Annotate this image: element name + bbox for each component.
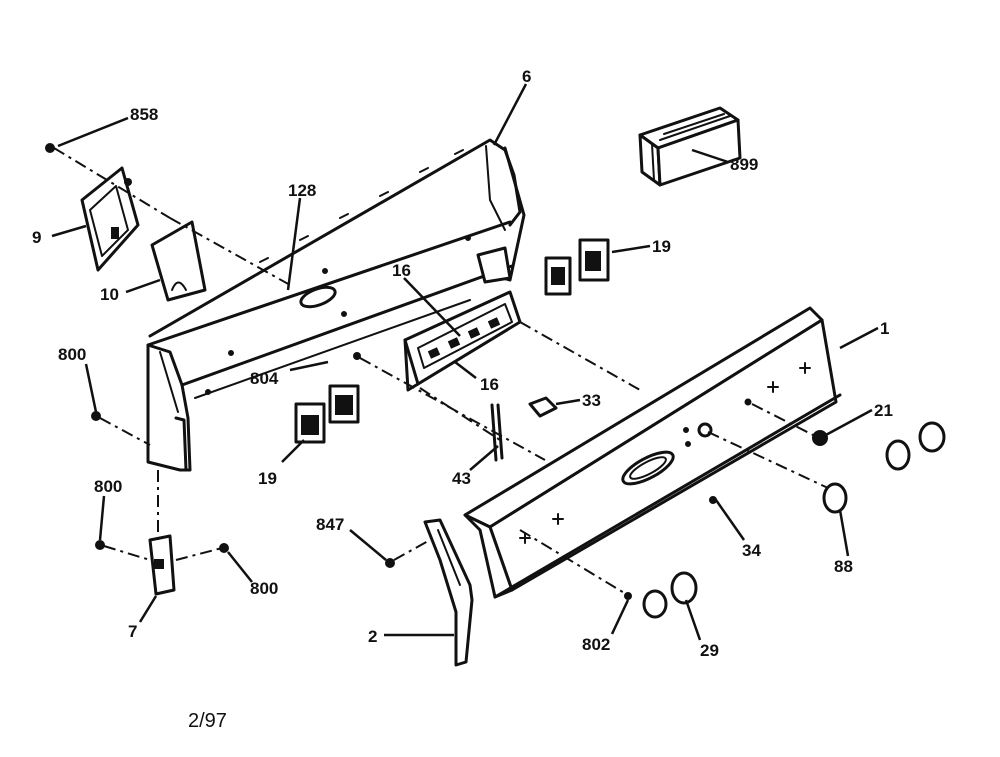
knobs-29	[642, 571, 698, 619]
callout-800-mid: 800	[94, 477, 122, 496]
leader-lines	[51, 83, 879, 641]
backsplash-housing	[146, 138, 526, 472]
bracket-7	[148, 534, 176, 596]
nut-21	[812, 430, 828, 446]
callout-16-lower: 16	[480, 375, 499, 394]
switch-bottom-left	[294, 402, 326, 444]
switch-top-left	[544, 256, 572, 296]
callout-43: 43	[452, 469, 471, 488]
end-bracket-10	[150, 220, 207, 302]
callout-16-upper: 16	[392, 261, 411, 280]
knob-88	[822, 482, 848, 514]
screws	[45, 143, 717, 600]
alignment-lines	[53, 147, 829, 595]
callout-88: 88	[834, 557, 853, 576]
callout-9: 9	[32, 228, 41, 247]
callout-2: 2	[368, 627, 377, 646]
callout-34: 34	[742, 541, 761, 560]
switch-top-right	[578, 238, 610, 282]
callout-800-bottom: 800	[250, 579, 278, 598]
callout-19-bottom: 19	[258, 469, 277, 488]
callout-19-top: 19	[652, 237, 671, 256]
callout-858: 858	[130, 105, 158, 124]
callout-800-top: 800	[58, 345, 86, 364]
packaged-part-899	[638, 106, 742, 187]
callout-29: 29	[700, 641, 719, 660]
end-bracket-9	[80, 166, 140, 272]
callout-6: 6	[522, 67, 531, 86]
callout-128: 128	[288, 181, 316, 200]
callout-33: 33	[582, 391, 601, 410]
callout-1: 1	[880, 319, 889, 338]
control-panel	[463, 306, 842, 599]
callout-847: 847	[316, 515, 344, 534]
callout-899: 899	[730, 155, 758, 174]
switch-bottom-right	[328, 384, 360, 424]
callout-7: 7	[128, 622, 137, 641]
callout-21: 21	[874, 401, 893, 420]
callout-804: 804	[250, 369, 279, 388]
clip-33	[528, 396, 558, 418]
callout-10: 10	[100, 285, 119, 304]
end-trim-2	[423, 518, 474, 667]
callout-labels: 858 9 10 128 6 899 19 16 16 1 800 804 33…	[32, 67, 893, 660]
callout-802: 802	[582, 635, 610, 654]
spare-knobs	[885, 421, 946, 471]
date-code: 2/97	[188, 710, 227, 732]
control-board-16	[403, 290, 522, 392]
